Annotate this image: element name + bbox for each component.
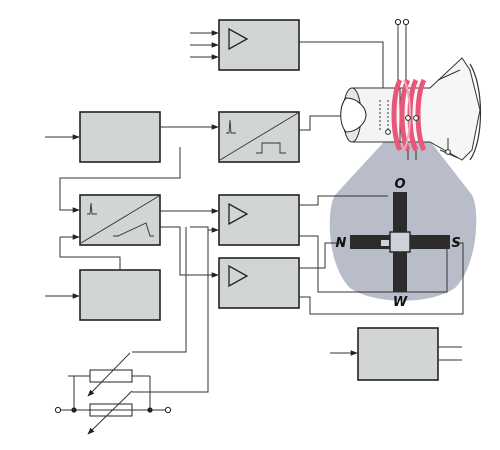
top-amplifier-block	[218, 19, 300, 71]
variable-resistor-icon	[68, 352, 150, 397]
signal-wire	[59, 147, 181, 213]
sawtooth-spike-icon	[87, 202, 97, 215]
terminal-dot	[445, 149, 451, 155]
signal-wire	[299, 235, 448, 293]
pot-wire	[132, 227, 187, 353]
signal-wire	[160, 226, 219, 278]
signal-wire	[299, 242, 464, 315]
signal-wire	[299, 41, 384, 100]
signal-wire	[299, 115, 343, 131]
signal-wire	[299, 242, 345, 269]
terminal-dot	[405, 115, 411, 121]
terminal-dot	[71, 407, 77, 413]
compass-label-left: N	[336, 236, 347, 251]
signal-wire	[190, 226, 219, 233]
compass-label-top: O	[394, 177, 405, 192]
amplifier-icon	[228, 202, 249, 226]
terminal-dot	[394, 18, 402, 26]
input-block-lower-left	[79, 269, 161, 321]
terminal-dot	[402, 18, 410, 26]
input-block-upper-left	[79, 111, 161, 163]
signal-wire	[59, 237, 121, 270]
diagonal-divider	[219, 112, 299, 161]
diagonal-divider	[80, 195, 160, 244]
terminal-dot	[413, 115, 419, 121]
variable-resistor-icon	[68, 390, 150, 435]
terminal-dot	[54, 406, 62, 414]
compass-label-right: S	[451, 236, 460, 251]
deflection-coil-icon	[391, 78, 427, 152]
compass-label-bottom: W	[393, 295, 408, 310]
terminal-dot	[164, 406, 172, 414]
output-block-lower-right	[357, 327, 439, 381]
vertical-amplifier-block	[218, 257, 300, 309]
terminal-dot	[385, 129, 391, 135]
compass-magnet-cross	[350, 192, 450, 292]
signal-wire	[299, 195, 388, 206]
horizontal-amplifier-block	[218, 194, 300, 246]
terminal-dot	[147, 407, 153, 413]
pot-wire	[132, 230, 209, 393]
pulse-spike-icon	[226, 119, 236, 134]
sawtooth-waveform-icon	[113, 222, 154, 237]
pulse-waveform-icon	[256, 142, 286, 154]
amplifier-icon	[228, 27, 249, 51]
amplifier-icon	[228, 264, 249, 288]
